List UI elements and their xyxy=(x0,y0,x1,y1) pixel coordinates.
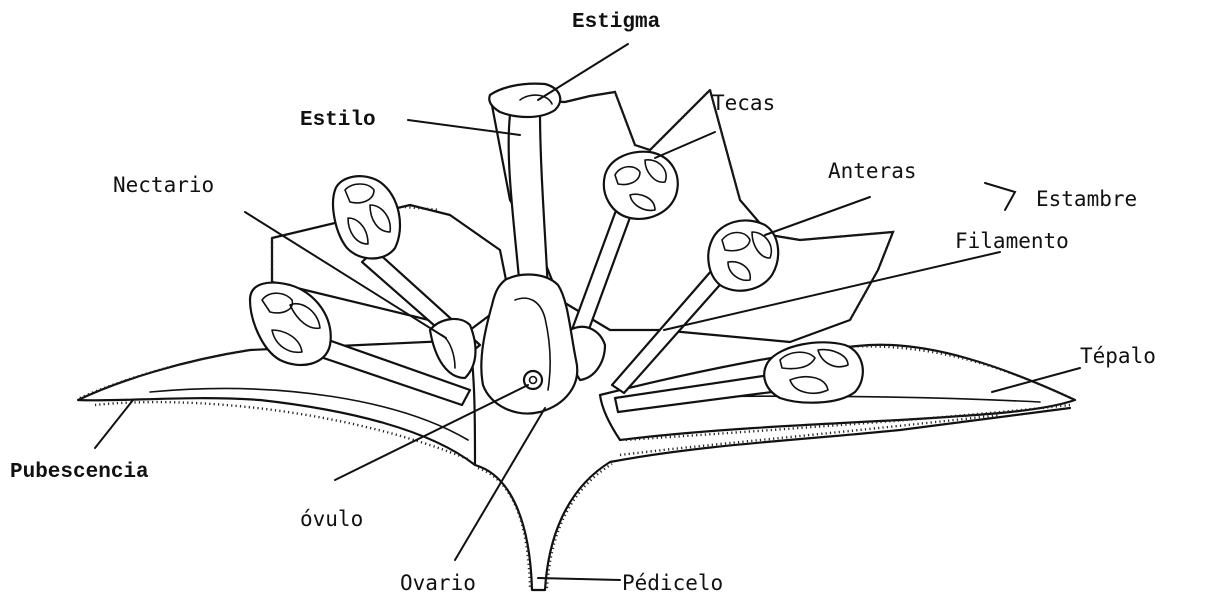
pedicel xyxy=(475,408,1070,590)
label-ovario: Ovario xyxy=(400,571,476,595)
estambre-bracket xyxy=(985,183,1015,210)
label-estigma: Estigma xyxy=(572,11,661,34)
label-nectario: Nectario xyxy=(113,173,214,197)
ovary xyxy=(481,275,577,414)
label-anteras: Anteras xyxy=(828,159,917,183)
label-pedicelo: Pédicelo xyxy=(622,571,723,595)
label-tepalo: Tépalo xyxy=(1080,344,1156,368)
label-tecas: Tecas xyxy=(712,91,775,115)
label-pubescencia: Pubescencia xyxy=(10,461,149,484)
leader-pedicelo xyxy=(538,578,620,580)
leader-pubescencia xyxy=(95,400,133,448)
label-estilo: Estilo xyxy=(300,109,376,132)
label-estambre: Estambre xyxy=(1036,187,1137,211)
label-filamento: Filamento xyxy=(955,229,1069,253)
leader-anteras xyxy=(765,197,870,235)
label-ovulo: óvulo xyxy=(300,507,363,531)
